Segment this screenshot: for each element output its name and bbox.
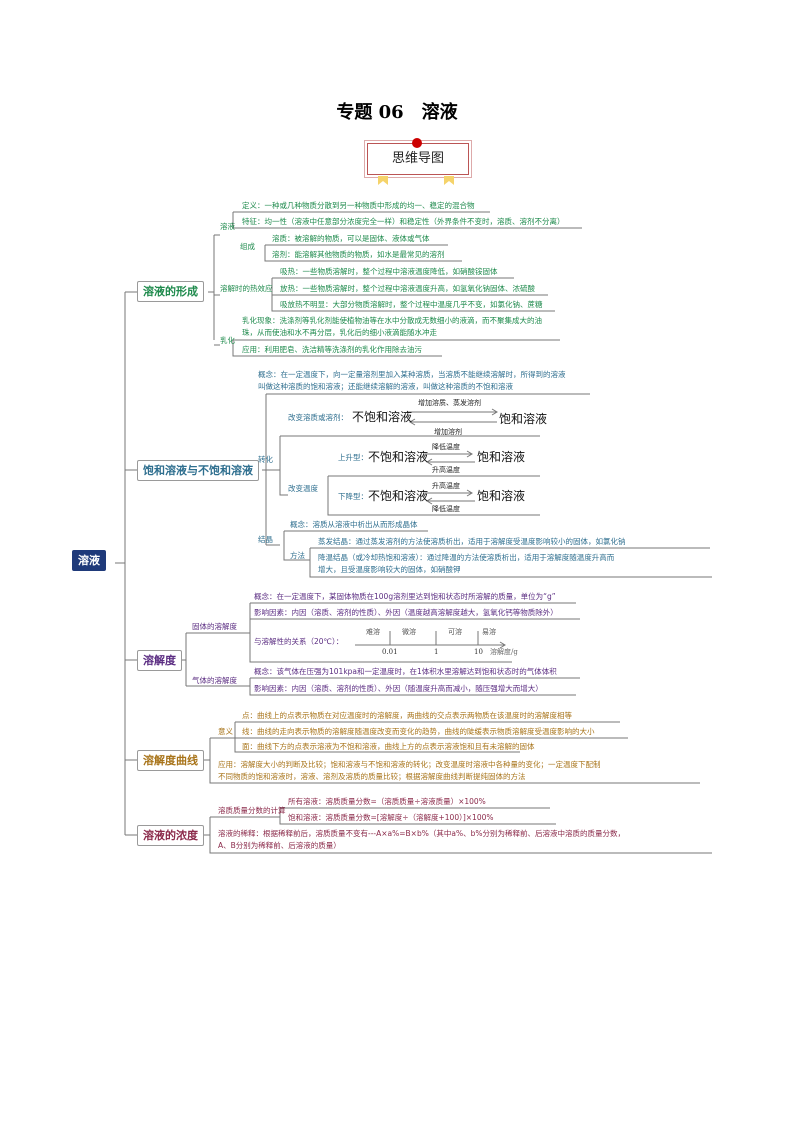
node: 溶剂：能溶解其他物质的物质，如水是最常见的溶剂: [272, 250, 445, 259]
node: 乳化现象：洗涤剂等乳化剂能使植物油等在水中分散成无数细小的液滴，而不聚集成大的油: [242, 316, 542, 325]
scale-label: 可溶: [448, 628, 462, 636]
node: 影响因素：内因（溶质、溶剂的性质）、外因（温度越高溶解度越大，氢氧化钙等物质除外…: [254, 608, 558, 617]
branch-solubility-curve[interactable]: 溶解度曲线: [137, 750, 204, 771]
node: 溶液的稀释：根据稀释前后，溶质质量不变有---A×a%=B×b%（其中a%、b%…: [218, 829, 625, 838]
node: 珠，从而使油和水不再分层，乳化后的细小液滴能随水冲走: [242, 328, 437, 337]
node: 线：曲线的走向表示物质的溶解度随温度改变而变化的趋势，曲线的陡缓表示物质溶解度受…: [242, 727, 595, 736]
formula-text: 饱和溶液: [477, 450, 526, 464]
formula-text: 不饱和溶液: [368, 450, 429, 464]
node: 影响因素：内因（溶质、溶剂的性质）、外因（随温度升高而减小，随压强增大而增大）: [254, 684, 543, 693]
branch-saturated[interactable]: 饱和溶液与不饱和溶液: [137, 460, 259, 481]
node: 改变溶质或溶剂：: [288, 413, 348, 422]
node: 结晶: [258, 535, 273, 544]
node: 改变温度: [288, 484, 318, 493]
node: 点：曲线上的点表示物质在对应温度时的溶解度，两曲线的交点表示两物质在该温度时的溶…: [242, 711, 572, 720]
node: 组成: [240, 242, 255, 251]
node: 吸热：一些物质溶解时，整个过程中溶液温度降低，如硝酸铵固体: [280, 267, 498, 276]
node: 应用：利用肥皂、洗洁精等洗涤剂的乳化作用除去油污: [242, 345, 422, 354]
node: 降温结晶（或冷却热饱和溶液）：通过降温的方法使溶质析出，适用于溶解度随温度升高而: [318, 553, 615, 562]
branch-solution-formation[interactable]: 溶液的形成: [137, 281, 204, 302]
node: 溶质：被溶解的物质，可以是固体、液体或气体: [272, 234, 430, 243]
node: 概念：该气体在压强为101kpa和一定温度时，在1体积水里溶解达到饱和状态时的气…: [254, 667, 557, 676]
node: 面：曲线下方的点表示溶液为不饱和溶液，曲线上方的点表示溶液饱和且有未溶解的固体: [242, 742, 535, 751]
formula-text: 增加溶剂: [434, 428, 462, 436]
node: 概念：在一定温度下，向一定量溶剂里加入某种溶质，当溶质不能继续溶解时，所得到的溶…: [258, 370, 566, 379]
formula-text: 降低温度: [432, 443, 460, 451]
node: 气体的溶解度: [192, 676, 237, 685]
scale-label: 难溶: [366, 628, 380, 636]
node: 叫做这种溶质的饱和溶液；还能继续溶解的溶液，叫做这种溶质的不饱和溶液: [258, 382, 513, 391]
node: 与溶解性的关系（20℃）：: [254, 637, 344, 646]
formula-text: 不饱和溶液: [368, 489, 429, 503]
tick-label: 1: [434, 648, 439, 656]
node: 意义: [218, 727, 233, 736]
node: 饱和溶液：溶质质量分数=[溶解度÷（溶解度+100）]×100%: [288, 813, 494, 822]
root-node[interactable]: 溶液: [72, 550, 106, 571]
node: 下降型：: [338, 492, 368, 501]
branch-concentration[interactable]: 溶液的浓度: [137, 825, 204, 846]
node: 溶质质量分数的计算: [218, 806, 286, 815]
node: 增大，且受温度影响较大的固体，如硝酸钾: [318, 565, 461, 574]
node: 固体的溶解度: [192, 622, 237, 631]
tick-label: 0.01: [382, 648, 398, 656]
node: 乳化: [220, 336, 235, 345]
node: 不同物质的饱和溶液时，溶液、溶剂及溶质的质量比较；根据溶解度曲线判断提纯固体的方…: [218, 772, 526, 781]
formula-text: 饱和溶液: [499, 412, 548, 426]
node: 特征：均一性（溶液中任意部分浓度完全一样）和稳定性（外界条件不变时，溶质、溶剂不…: [242, 217, 565, 226]
node: 概念：溶质从溶液中析出从而形成晶体: [290, 520, 418, 529]
branch-solubility[interactable]: 溶解度: [137, 650, 182, 671]
scale-label: 微溶: [402, 628, 416, 636]
formula-text: 增加溶质、蒸发溶剂: [418, 399, 481, 407]
node: A、B分别为稀释前、后溶液的质量）: [218, 841, 341, 850]
page-title: 专题 06 溶液: [336, 102, 458, 123]
node: 蒸发结晶：通过蒸发溶剂的方法使溶质析出，适用于溶解度受温度影响较小的固体，如氯化…: [318, 537, 626, 546]
node: 放热：一些物质溶解时，整个过程中溶液温度升高，如氢氧化钠固体、浓硫酸: [280, 284, 535, 293]
node: 方法: [290, 551, 305, 560]
formula-text: 饱和溶液: [477, 489, 526, 503]
node: 溶液: [220, 222, 235, 231]
node: 溶解时的热效应: [220, 284, 273, 293]
formula-text: 降低温度: [432, 505, 460, 513]
node: 所有溶液：溶质质量分数=（溶质质量÷溶液质量）×100%: [288, 797, 486, 806]
node: 上升型：: [338, 453, 368, 462]
axis-label: 溶解度/g: [490, 648, 518, 656]
node: 吸放热不明显：大部分物质溶解时，整个过程中温度几乎不变，如氯化钠、蔗糖: [280, 300, 543, 309]
node: 定义：一种或几种物质分散到另一种物质中形成的均一、稳定的混合物: [242, 201, 475, 210]
node: 应用：溶解度大小的判断及比较；饱和溶液与不饱和溶液的转化；改变温度时溶液中各种量…: [218, 760, 601, 769]
mind-map-badge: 思维导图: [364, 140, 472, 178]
node: 转化: [258, 455, 273, 464]
formula-text: 不饱和溶液: [352, 410, 413, 424]
formula-text: 升高温度: [432, 482, 460, 490]
node: 概念：在一定温度下，某固体物质在100g溶剂里达到饱和状态时所溶解的质量，单位为…: [254, 592, 556, 601]
scale-label: 易溶: [482, 628, 496, 636]
tick-label: 10: [474, 648, 483, 656]
formula-text: 升高温度: [432, 466, 460, 474]
